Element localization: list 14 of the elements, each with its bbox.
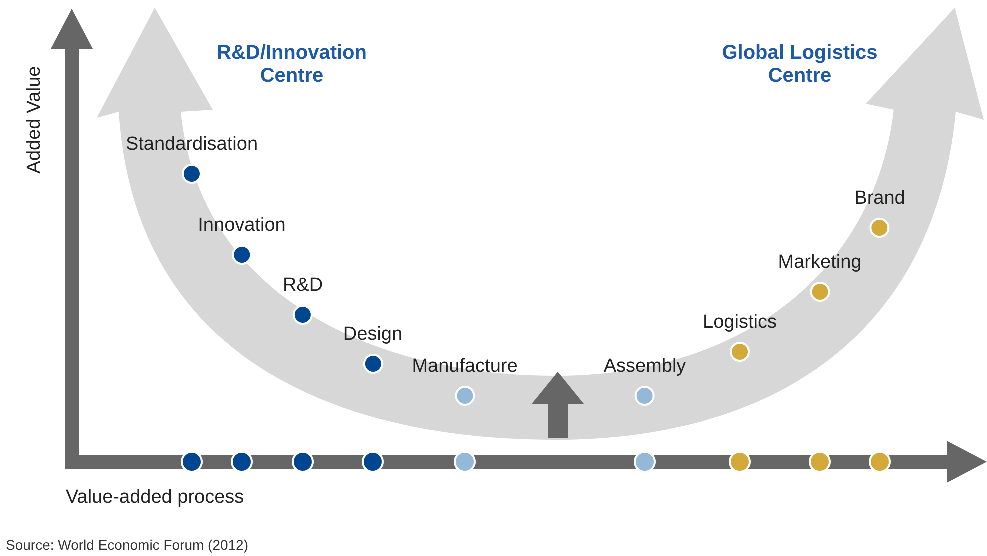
stage-label: Logistics	[703, 312, 777, 334]
stage-label: Standardisation	[126, 134, 258, 156]
stage-label: R&D	[282, 275, 324, 297]
heading: Global Logistics Centre	[721, 42, 879, 88]
stage-label: Innovation	[198, 215, 286, 237]
heading: R&D/Innovation Centre	[216, 42, 368, 88]
stage-label: Design	[343, 324, 403, 346]
source-caption: Source: World Economic Forum (2012)	[6, 537, 248, 553]
stage-label: Assembly	[604, 356, 686, 378]
axis-title: Added Value	[24, 66, 46, 174]
axis-title: Value-added process	[66, 487, 244, 509]
stage-label: Brand	[854, 188, 906, 210]
stage-label: Manufacture	[412, 356, 518, 378]
stage-label: Marketing	[778, 252, 862, 274]
